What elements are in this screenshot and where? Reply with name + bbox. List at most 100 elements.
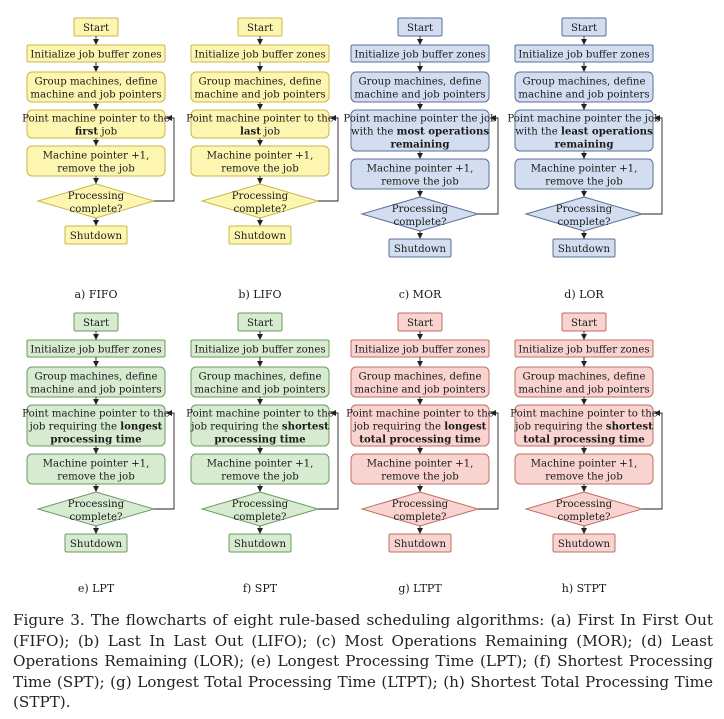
move-pointer-label-line1: Machine pointer +1, [367, 459, 474, 470]
loop-back-arrow [318, 410, 339, 510]
point-pointer-label-line3: remaining [555, 139, 614, 151]
group-machines-label-line2: machine and job pointers [518, 385, 649, 396]
shutdown-node [552, 238, 616, 258]
decision-label-line1: Processing [556, 204, 613, 215]
decision-label-line2: complete? [234, 512, 287, 523]
move-pointer-label-line1: Machine pointer +1, [43, 459, 150, 470]
figure-caption: Figure 3. The flowcharts of eight rule-b… [13, 611, 713, 712]
point-pointer-label-line2: with the least operations [515, 126, 653, 138]
shutdown-node [228, 533, 292, 553]
init-buffer-label: Initialize job buffer zones [194, 50, 325, 61]
move-pointer-label-line2: remove the job [221, 472, 299, 483]
start-label: Start [407, 318, 434, 329]
shutdown-label: Shutdown [558, 244, 611, 255]
point-pointer-label-line3: total processing time [523, 434, 645, 446]
group-machines-label-line1: Group machines, define [523, 372, 646, 383]
panel-label-h: h) STPT [562, 582, 607, 595]
group-machines-label-line2: machine and job pointers [30, 90, 161, 101]
group-machines-label-line2: machine and job pointers [354, 90, 485, 101]
init-buffer-label: Initialize job buffer zones [518, 345, 649, 356]
panel-label-c: c) MOR [399, 288, 442, 301]
start-label: Start [83, 23, 110, 34]
shutdown-node [552, 533, 616, 553]
shutdown-label: Shutdown [558, 539, 611, 550]
decision-label-line2: complete? [70, 512, 123, 523]
move-pointer-label-line1: Machine pointer +1, [207, 459, 314, 470]
move-pointer-label-line2: remove the job [381, 177, 459, 188]
decision-label-line1: Processing [232, 499, 289, 510]
point-pointer-label-line2: first job [75, 126, 118, 138]
move-pointer-label-line2: remove the job [221, 164, 299, 175]
shutdown-node [64, 533, 128, 553]
shutdown-label: Shutdown [394, 539, 447, 550]
point-pointer-label-line1: Point machine pointer to the [510, 409, 658, 420]
panel-label-e: e) LPT [78, 582, 115, 595]
group-machines-label-line1: Group machines, define [523, 77, 646, 88]
start-label: Start [407, 23, 434, 34]
group-machines-label-line1: Group machines, define [359, 372, 482, 383]
move-pointer-label-line2: remove the job [545, 472, 623, 483]
group-machines-label-line2: machine and job pointers [194, 90, 325, 101]
loop-back-arrow [478, 410, 499, 510]
panel-label-g: g) LTPT [398, 582, 442, 595]
decision-label-line2: complete? [394, 512, 447, 523]
init-buffer-label: Initialize job buffer zones [354, 50, 485, 61]
init-buffer-label: Initialize job buffer zones [518, 50, 649, 61]
shutdown-node [388, 238, 452, 258]
loop-back-arrow [154, 410, 175, 510]
decision-label-line1: Processing [392, 499, 449, 510]
start-label: Start [571, 23, 598, 34]
start-label: Start [83, 318, 110, 329]
move-pointer-label-line2: remove the job [381, 472, 459, 483]
point-pointer-label-line1: Point machine pointer to the [22, 114, 170, 125]
shutdown-label: Shutdown [70, 539, 123, 550]
move-pointer-label-line1: Machine pointer +1, [531, 459, 638, 470]
point-pointer-label-line3: processing time [214, 434, 306, 446]
group-machines-label-line1: Group machines, define [199, 77, 322, 88]
decision-label-line2: complete? [234, 204, 287, 215]
loop-back-arrow [642, 410, 663, 510]
init-buffer-label: Initialize job buffer zones [30, 50, 161, 61]
point-pointer-label-line1: Point machine pointer to the [186, 114, 334, 125]
move-pointer-label-line1: Machine pointer +1, [531, 164, 638, 175]
point-pointer-label-line2: with the most operations [351, 126, 490, 138]
point-pointer-label-line3: remaining [391, 139, 450, 151]
group-machines-label-line1: Group machines, define [199, 372, 322, 383]
decision-label-line2: complete? [394, 217, 447, 228]
decision-label-line2: complete? [558, 217, 611, 228]
decision-label-line2: complete? [558, 512, 611, 523]
group-machines-label-line2: machine and job pointers [518, 90, 649, 101]
move-pointer-label-line1: Machine pointer +1, [367, 164, 474, 175]
move-pointer-label-line2: remove the job [545, 177, 623, 188]
shutdown-node [64, 225, 128, 245]
point-pointer-label-line3: processing time [50, 434, 142, 446]
group-machines-label-line2: machine and job pointers [354, 385, 485, 396]
point-pointer-label-line3: total processing time [359, 434, 481, 446]
point-pointer-label-line2: job requiring the longest [353, 421, 487, 433]
loop-back-arrow [318, 115, 339, 202]
move-pointer-label-line1: Machine pointer +1, [207, 151, 314, 162]
point-pointer-label-line1: Point machine pointer to the [22, 409, 170, 420]
group-machines-label-line1: Group machines, define [359, 77, 482, 88]
decision-label-line1: Processing [68, 499, 125, 510]
point-pointer-label-line1: Point machine pointer to the [186, 409, 334, 420]
loop-back-arrow [154, 115, 175, 202]
init-buffer-label: Initialize job buffer zones [354, 345, 485, 356]
move-pointer-label-line2: remove the job [57, 164, 135, 175]
shutdown-label: Shutdown [394, 244, 447, 255]
panel-label-b: b) LIFO [238, 288, 281, 301]
panel-label-f: f) SPT [243, 582, 278, 595]
group-machines-label-line2: machine and job pointers [194, 385, 325, 396]
loop-back-arrow [478, 115, 499, 215]
panel-label-a: a) FIFO [75, 288, 118, 301]
decision-label-line2: complete? [70, 204, 123, 215]
point-pointer-label-line2: job requiring the longest [29, 421, 163, 433]
move-pointer-label-line1: Machine pointer +1, [43, 151, 150, 162]
